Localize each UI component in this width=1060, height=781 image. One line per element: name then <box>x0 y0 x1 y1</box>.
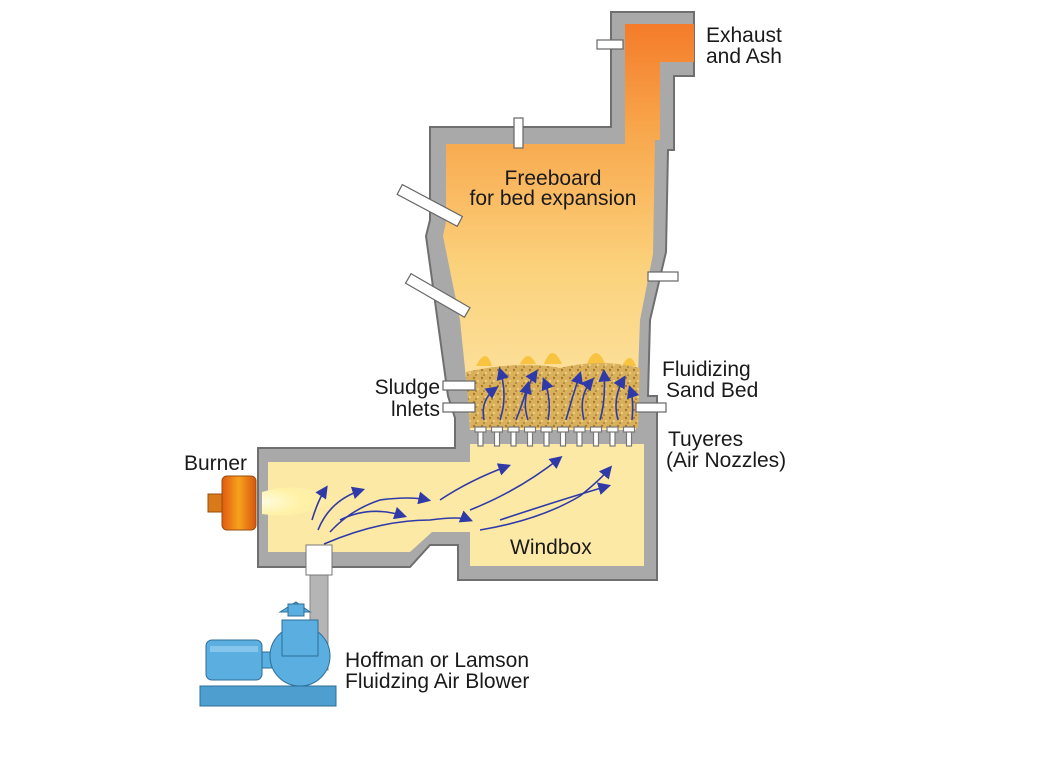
fluidizing-label-1: Fluidizing <box>662 358 751 381</box>
tuyere-cap <box>606 426 619 433</box>
tuyere-cap <box>474 426 487 433</box>
tuyere-cap <box>556 426 570 433</box>
freeboard-chamber <box>443 24 694 430</box>
bed-flames <box>476 353 636 366</box>
tuyeres-label-2: (Air Nozzles) <box>666 449 786 472</box>
air-blower <box>199 544 337 707</box>
blower-label-2: Fluidzing Air Blower <box>345 670 529 693</box>
freeboard-label-2: for bed expansion <box>470 187 637 210</box>
tuyere-cap <box>490 426 504 433</box>
wall-ports <box>396 39 679 413</box>
tuyere-cap <box>622 426 636 433</box>
tuyere-cap <box>507 426 520 433</box>
burner <box>207 475 257 531</box>
tuyeres <box>474 426 636 447</box>
sludge-label-2: lnlets <box>391 398 440 421</box>
tuyere-cap <box>589 426 603 433</box>
freeboard-label-1: Freeboard <box>505 167 602 190</box>
sludge-inlet-2 <box>442 402 476 413</box>
fluidizing-sand-bed <box>466 363 640 428</box>
tuyeres-label-1: Tuyeres <box>668 428 743 451</box>
tuyere-cap <box>523 426 537 433</box>
exhaust-label-2: and Ash <box>706 45 782 68</box>
windbox-label: Windbox <box>510 536 592 559</box>
blower-label-1: Hoffman or Lamson <box>345 649 529 672</box>
exhaust-label-1: Exhaust <box>706 24 782 47</box>
sludge-label-1: Sludge <box>375 376 440 399</box>
sludge-inlet-1 <box>442 380 476 391</box>
tuyere-cap <box>573 426 586 433</box>
tuyere-cap <box>540 426 553 433</box>
fluidizing-label-2: Sand Bed <box>666 379 758 402</box>
air-flow-arrows <box>311 366 640 545</box>
windbox-chamber <box>268 444 644 566</box>
burner-label: Burner <box>184 452 247 475</box>
